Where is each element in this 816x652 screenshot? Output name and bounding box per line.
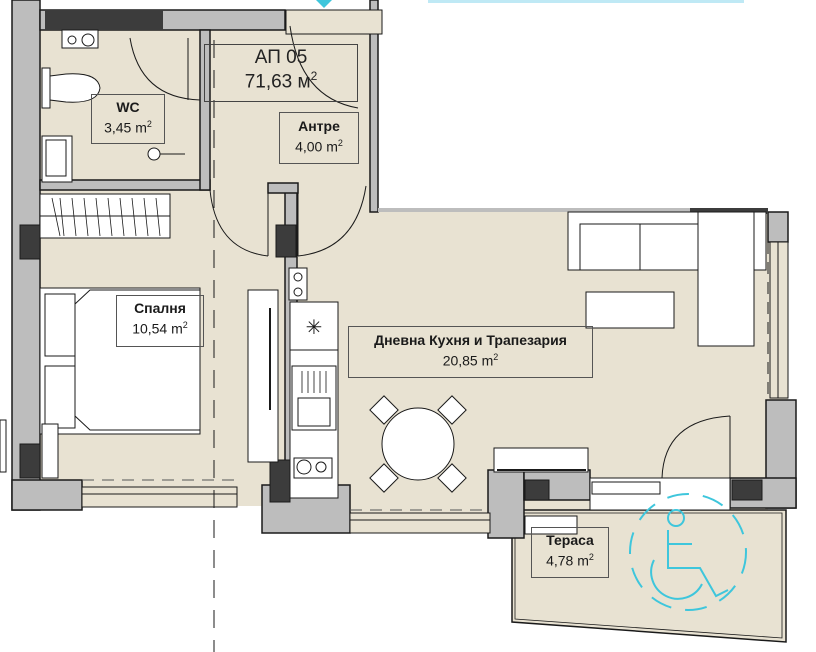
wardrobe — [39, 193, 171, 239]
room-name: Спалня — [134, 300, 186, 316]
area-value: 20,85 — [442, 352, 478, 369]
area-value: 4,78 — [546, 552, 574, 569]
kitchen-counter — [288, 267, 339, 499]
door-swings — [129, 25, 731, 479]
neighbor-void — [378, 0, 816, 212]
windows — [81, 9, 789, 534]
room-label-dnevna: Дневна Кухня и Трапезария 20,85 m2 — [348, 326, 593, 378]
room-label-terasa: Тераса 4,78 m2 — [531, 527, 609, 578]
area-sup: 2 — [588, 552, 594, 562]
room-area: 3,45 m2 — [92, 119, 164, 136]
area-unit: m — [171, 320, 183, 337]
room-label-spalnya: Спалня 10,54 m2 — [116, 295, 204, 347]
cooktop-icon: ✳ — [306, 315, 323, 339]
area-sup: 2 — [493, 352, 499, 362]
apartment-code: АП 05 — [254, 47, 308, 68]
room-area: 4,78 m2 — [532, 552, 608, 569]
room-name: Дневна Кухня и Трапезария — [374, 332, 567, 348]
room-label-wc: WC 3,45 m2 — [91, 94, 165, 144]
area-value: 10,54 — [132, 320, 168, 337]
apartment-label: АП 05 71,63 м2 — [204, 44, 358, 102]
area-value: 4,00 — [295, 138, 323, 155]
area-unit: m — [135, 119, 147, 136]
dining-table — [369, 395, 467, 493]
room-area: 20,85 m2 — [349, 352, 592, 369]
area-sup: 2 — [182, 320, 188, 330]
area-sup: 2 — [146, 119, 152, 129]
total-area-value: 71,63 — [244, 71, 293, 93]
area-value: 3,45 — [104, 119, 132, 136]
room-name: Тераса — [546, 532, 594, 548]
bed — [39, 287, 201, 479]
total-area-sup: 2 — [310, 69, 318, 83]
area-unit: m — [577, 552, 589, 569]
apartment-total-area: 71,63 м2 — [205, 69, 357, 93]
columns — [19, 224, 763, 503]
room-name: Антре — [298, 118, 340, 134]
room-label-antre: Антре 4,00 m2 — [279, 112, 359, 164]
room-name: WC — [116, 99, 140, 115]
area-sup: 2 — [337, 138, 343, 148]
wc-fixtures — [41, 29, 185, 183]
area-unit: m — [326, 138, 338, 155]
room-area: 4,00 m2 — [280, 138, 358, 155]
room-area: 10,54 m2 — [117, 320, 203, 337]
wheelchair-icon — [629, 493, 747, 611]
total-area-unit: м — [297, 71, 311, 93]
sofa — [567, 211, 767, 347]
area-unit: m — [481, 352, 494, 369]
